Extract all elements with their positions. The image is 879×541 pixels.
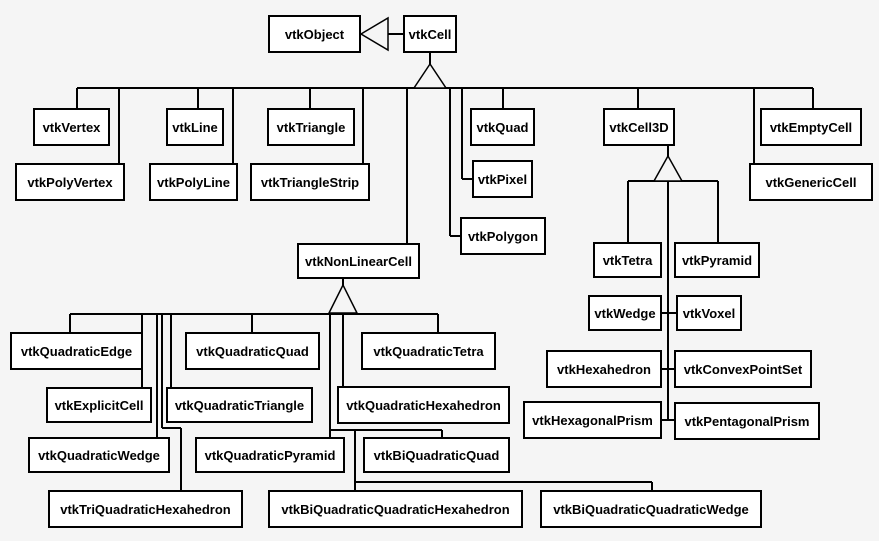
class-box-vtkexplicitcell: vtkExplicitCell — [46, 387, 152, 423]
class-name-label: vtkTriangleStrip — [260, 174, 360, 190]
class-box-vtkpolygon: vtkPolygon — [460, 217, 546, 255]
class-box-vtkquadratictetra: vtkQuadraticTetra — [361, 332, 496, 370]
class-name-label: vtkTriQuadraticHexahedron — [60, 501, 231, 517]
class-box-vtkgenericcell: vtkGenericCell — [749, 163, 873, 201]
class-name-label: vtkQuadraticTetra — [373, 343, 484, 359]
class-name-label: vtkPyramid — [681, 252, 753, 268]
class-name-label: vtkBiQuadraticQuad — [373, 447, 500, 463]
class-name-label: vtkVertex — [42, 119, 101, 135]
class-name-label: vtkHexagonalPrism — [532, 412, 653, 428]
class-name-label: vtkQuadraticHexahedron — [346, 397, 501, 413]
class-name-label: vtkWedge — [594, 305, 656, 321]
class-box-vtknonlinearcell: vtkNonLinearCell — [297, 243, 420, 279]
class-box-vtkpyramid: vtkPyramid — [674, 242, 760, 278]
class-name-label: vtkQuadraticQuad — [196, 343, 309, 359]
class-name-label: vtkHexahedron — [557, 361, 651, 377]
class-name-label: vtkGenericCell — [765, 174, 857, 190]
class-name-label: vtkCell3D — [609, 119, 669, 135]
class-box-vtktriquadratichexahedron: vtkTriQuadraticHexahedron — [48, 490, 243, 528]
class-name-label: vtkPolyVertex — [27, 174, 113, 190]
class-name-label: vtkLine — [172, 119, 218, 135]
inheritance-triangle-subclasses-to-vtkcell3d — [652, 154, 684, 182]
class-box-vtkhexagonalprism: vtkHexagonalPrism — [523, 401, 662, 439]
class-name-label: vtkQuad — [476, 119, 529, 135]
class-name-label: vtkTriangle — [276, 119, 346, 135]
class-box-vtkpolyvertex: vtkPolyVertex — [15, 163, 125, 201]
class-box-vtktriangle: vtkTriangle — [267, 108, 355, 146]
class-name-label: vtkQuadraticEdge — [20, 343, 133, 359]
class-box-vtkpolyline: vtkPolyLine — [149, 163, 238, 201]
class-box-vtkquadraticpyramid: vtkQuadraticPyramid — [195, 437, 345, 473]
class-box-vtkvertex: vtkVertex — [33, 108, 110, 146]
class-box-vtkvoxel: vtkVoxel — [676, 295, 742, 331]
class-box-vtkbiquadraticquadraticwedge: vtkBiQuadraticQuadraticWedge — [540, 490, 762, 528]
class-name-label: vtkBiQuadraticQuadraticHexahedron — [281, 501, 510, 517]
class-box-vtkbiquadraticquadratichexahedron: vtkBiQuadraticQuadraticHexahedron — [268, 490, 523, 528]
class-box-vtkquadraticquad: vtkQuadraticQuad — [185, 332, 320, 370]
class-box-vtkquadratictriangle: vtkQuadraticTriangle — [166, 387, 313, 423]
class-box-vtkquadraticedge: vtkQuadraticEdge — [10, 332, 143, 370]
class-box-vtkemptycell: vtkEmptyCell — [760, 108, 862, 146]
class-name-label: vtkPolyLine — [157, 174, 230, 190]
class-name-label: vtkPentagonalPrism — [684, 413, 810, 429]
class-box-vtkpentagonalprism: vtkPentagonalPrism — [674, 402, 820, 440]
inheritance-triangle-subclasses-to-vtkcell — [412, 62, 448, 89]
class-name-label: vtkConvexPointSet — [683, 361, 803, 377]
class-name-label: vtkPolygon — [467, 228, 539, 244]
class-name-label: vtkVoxel — [682, 305, 736, 321]
class-box-vtkcell3d: vtkCell3D — [603, 108, 675, 146]
class-box-vtktetra: vtkTetra — [593, 242, 662, 278]
class-name-label: vtkPixel — [477, 171, 528, 187]
class-box-vtkpixel: vtkPixel — [472, 160, 533, 198]
class-box-vtkline: vtkLine — [166, 108, 224, 146]
class-name-label: vtkQuadraticTriangle — [174, 397, 305, 413]
class-box-vtkbiquadraticquad: vtkBiQuadraticQuad — [363, 437, 510, 473]
class-box-vtkquadraticwedge: vtkQuadraticWedge — [28, 437, 170, 473]
class-box-vtkcell: vtkCell — [403, 15, 457, 53]
class-box-vtkwedge: vtkWedge — [588, 295, 662, 331]
class-name-label: vtkCell — [408, 26, 452, 42]
class-box-vtkconvexpointset: vtkConvexPointSet — [674, 350, 812, 388]
class-name-label: vtkEmptyCell — [769, 119, 853, 135]
inheritance-triangle-vtkcell-to-vtkobject — [359, 16, 389, 52]
class-name-label: vtkQuadraticWedge — [38, 447, 160, 463]
class-name-label: vtkQuadraticPyramid — [204, 447, 336, 463]
class-name-label: vtkExplicitCell — [54, 397, 144, 413]
class-box-vtkquad: vtkQuad — [470, 108, 535, 146]
class-name-label: vtkObject — [284, 26, 345, 42]
class-box-vtktrianglestrip: vtkTriangleStrip — [250, 163, 370, 201]
inheritance-triangle-subclasses-to-vtknonlinearcell — [327, 283, 359, 314]
class-name-label: vtkBiQuadraticQuadraticWedge — [553, 501, 749, 517]
class-name-label: vtkTetra — [602, 252, 653, 268]
class-box-vtkhexahedron: vtkHexahedron — [546, 350, 662, 388]
class-box-vtkobject: vtkObject — [268, 15, 361, 53]
class-name-label: vtkNonLinearCell — [305, 253, 412, 269]
class-box-vtkquadratichexahedron: vtkQuadraticHexahedron — [337, 386, 510, 424]
